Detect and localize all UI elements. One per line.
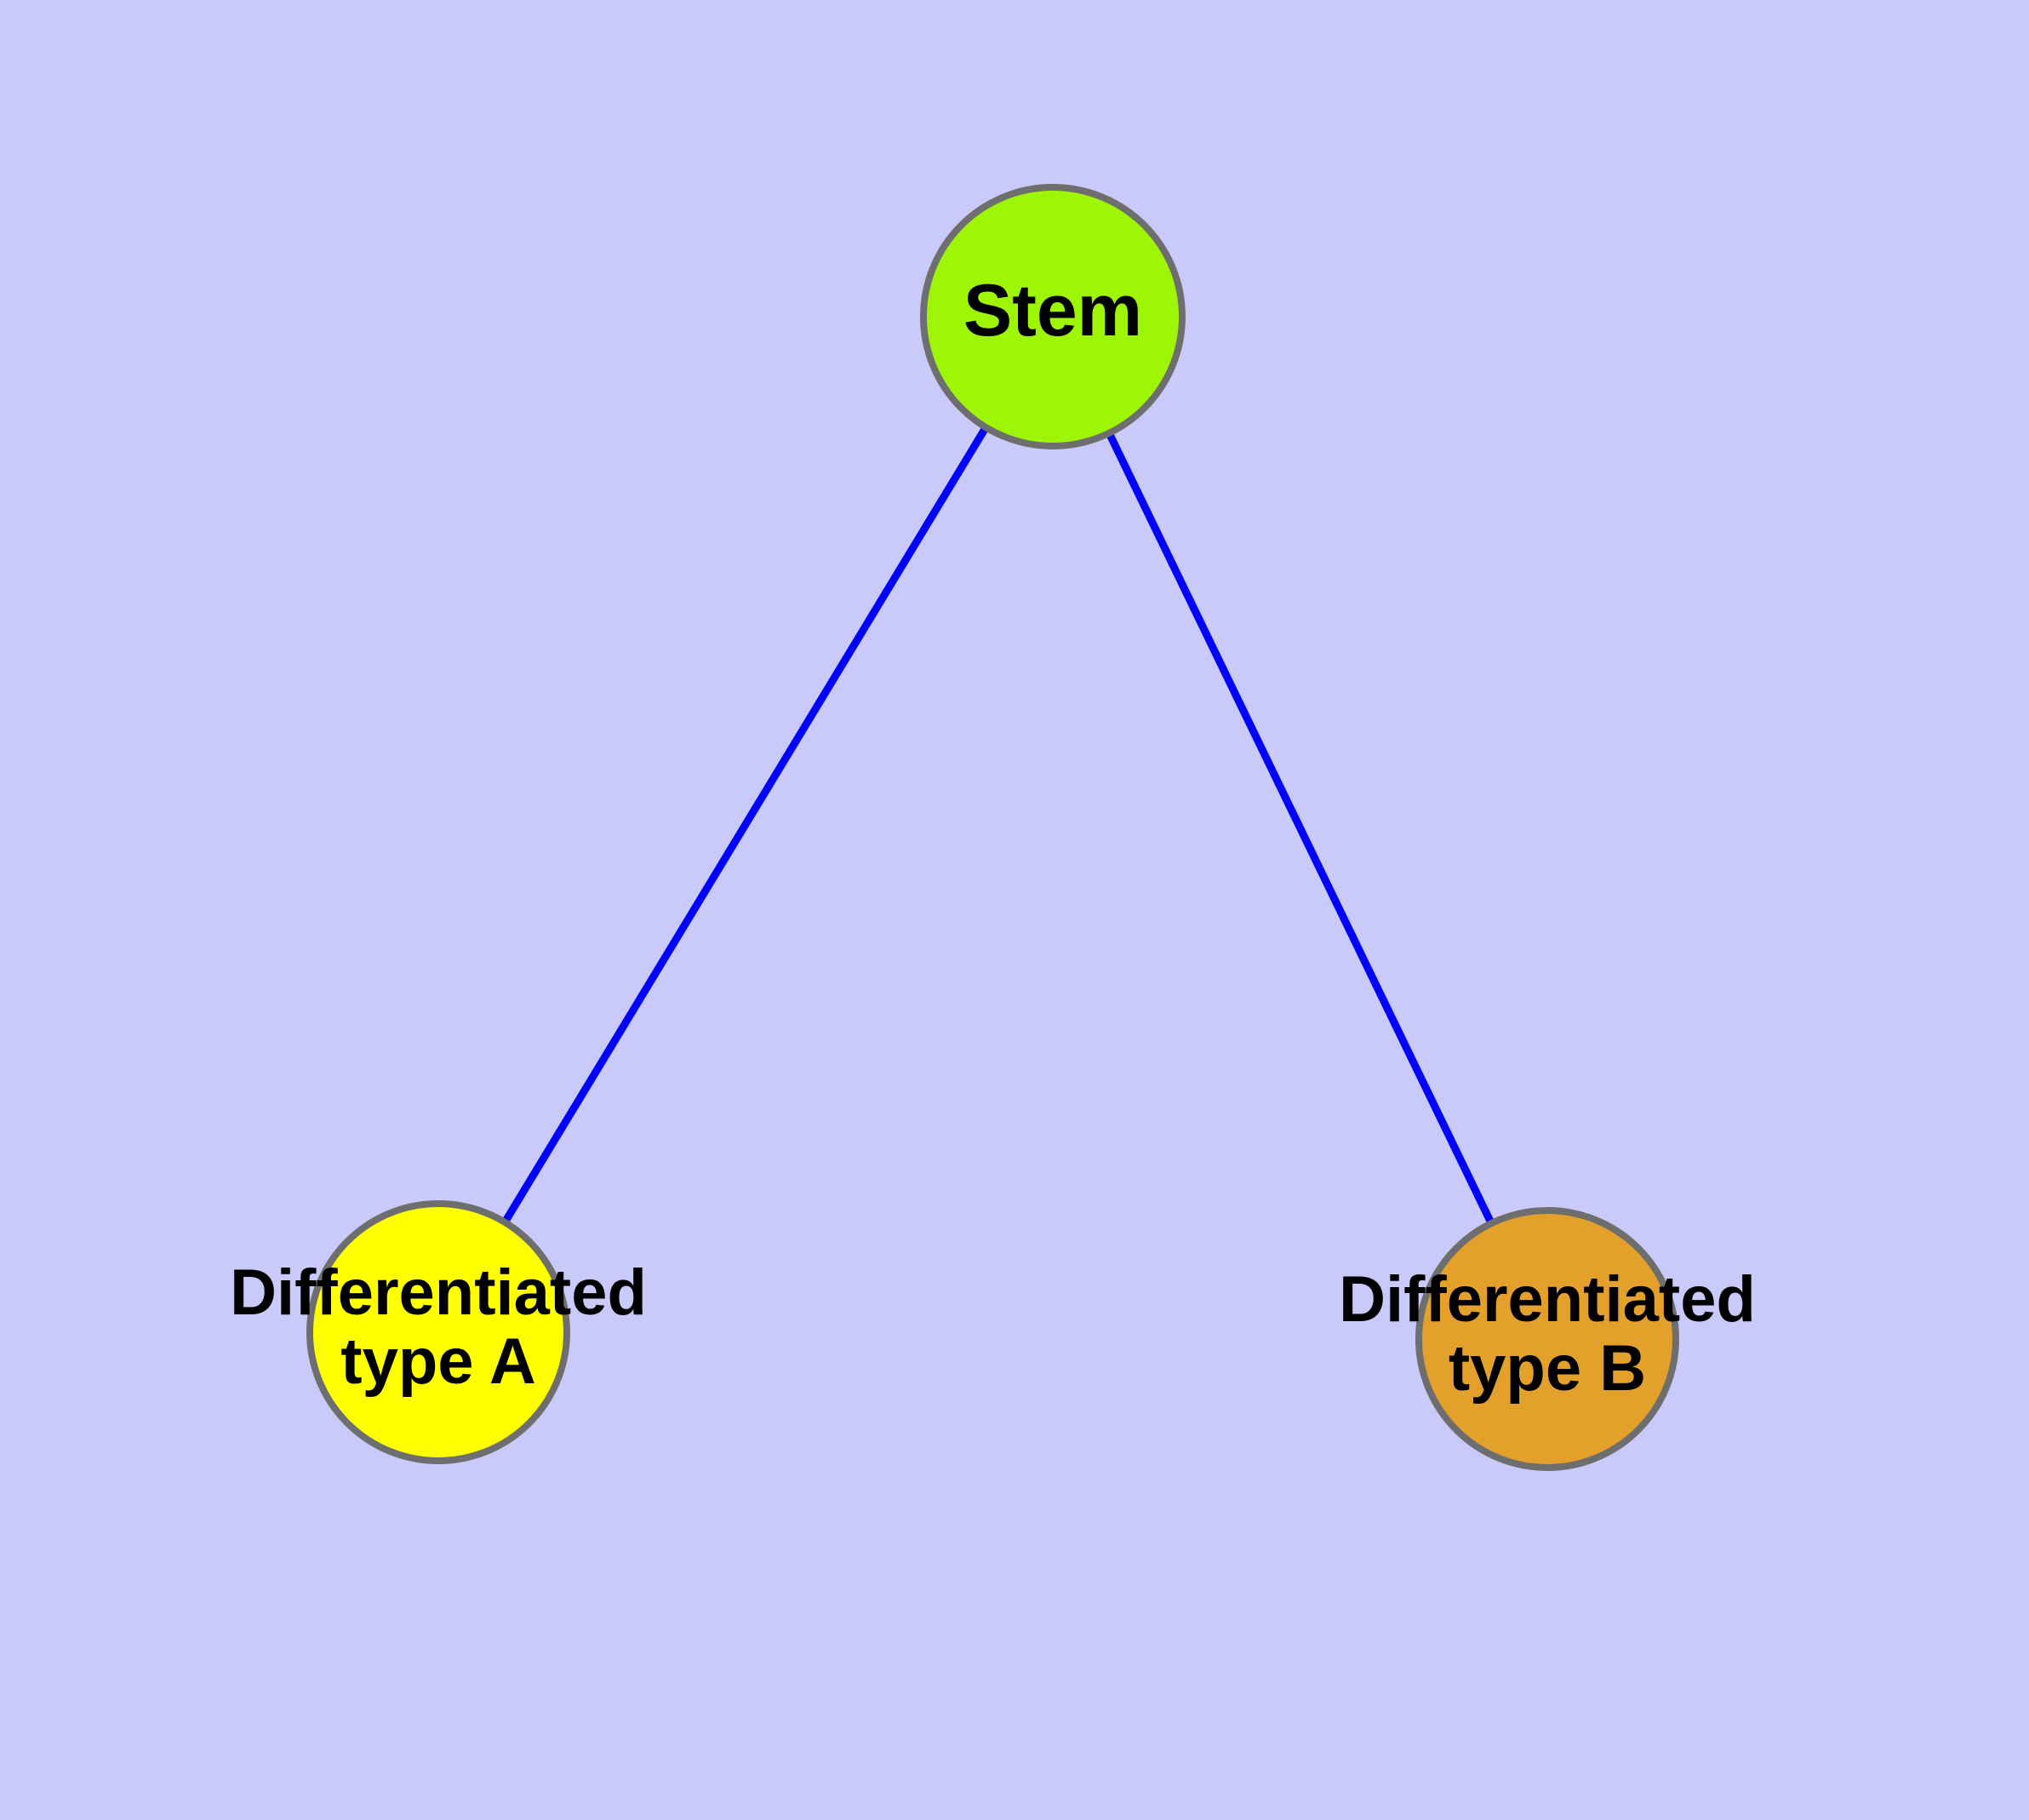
node-stem[interactable]	[920, 184, 1186, 449]
node-differentiated-type-a[interactable]	[306, 1200, 570, 1464]
edge-stem-to-differentiated-type-a[interactable]	[435, 314, 1056, 1335]
edge-layer	[435, 314, 1552, 1341]
edge-stem-to-differentiated-type-b[interactable]	[1049, 315, 1552, 1341]
node-differentiated-type-b[interactable]	[1415, 1207, 1679, 1471]
node-layer	[306, 184, 1679, 1471]
